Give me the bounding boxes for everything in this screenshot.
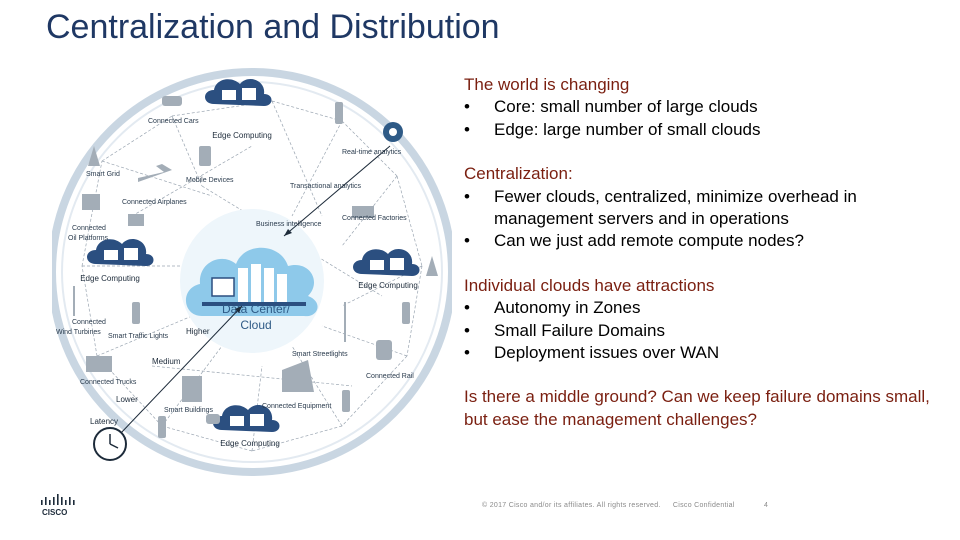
footer-copyright: © 2017 Cisco and/or its affiliates. All … [482,502,661,509]
bullet-symbol: • [464,320,494,342]
label-business-intelligence: Business intelligence [256,221,321,228]
label-smart-grid: Smart Grid [86,171,120,178]
cisco-logo: CISCO [40,494,80,516]
section-heading: Individual clouds have attractions [464,275,944,297]
bullet-item: • Can we just add remote compute nodes? [464,230,944,252]
edge-computing-left-label: Edge Computing [80,274,140,283]
bullet-item: • Small Failure Domains [464,320,944,342]
truck-icon [86,356,112,372]
label-connected-wind-2: Wind Turbines [56,329,101,336]
label-connected-wind-1: Connected [72,319,106,326]
bullet-item: • Edge: large number of small clouds [464,119,944,141]
bullet-symbol: • [464,342,494,364]
bullet-symbol: • [464,297,494,319]
section-heading: Centralization: [464,163,944,185]
oil-platform-icon [82,194,100,210]
page-number: 4 [764,502,768,509]
bullet-text: Core: small number of large clouds [494,96,758,118]
label-connected-equipment: Connected Equipment [262,403,331,410]
bullet-item: • Fewer clouds, centralized, minimize ov… [464,186,944,231]
label-connected-rail: Connected Rail [366,373,414,380]
mobile-device-icon [199,146,211,166]
car-icon [162,96,182,106]
data-center-label-2: Cloud [240,318,271,332]
section-centralization: Centralization: • Fewer clouds, centrali… [464,163,944,253]
traffic-light-bottom-right-icon [342,390,350,412]
bullet-symbol: • [464,119,494,141]
bullet-text: Autonomy in Zones [494,297,640,319]
svg-text:CISCO: CISCO [42,508,67,516]
bullet-item: • Autonomy in Zones [464,297,944,319]
edge-computing-top-label: Edge Computing [212,131,272,140]
data-center-label-1: Data Center/ [222,302,291,316]
edge-computing-bottom-label: Edge Computing [220,439,280,448]
label-smart-buildings: Smart Buildings [164,407,214,414]
label-latency: Latency [90,417,118,426]
footer: © 2017 Cisco and/or its affiliates. All … [482,502,745,509]
traffic-light-right-icon [402,302,410,324]
edge-cloud-diagram: Data Center/ Cloud Edge Computing Edge C… [52,66,452,486]
closing-question: Is there a middle ground? Can we keep fa… [464,386,944,431]
truck-small-icon [128,214,144,226]
traffic-light-bottom-icon [158,416,166,438]
building-icon [182,376,202,402]
label-connected-airplanes: Connected Airplanes [122,199,187,206]
slide-title: Centralization and Distribution [46,8,500,47]
label-connected-factories: Connected Factories [342,215,407,222]
label-medium: Medium [152,357,181,366]
bullet-text: Deployment issues over WAN [494,342,719,364]
slide-body: The world is changing • Core: small numb… [464,74,944,431]
diagram-svg: Data Center/ Cloud Edge Computing Edge C… [52,66,452,486]
section-individual-clouds: Individual clouds have attractions • Aut… [464,275,944,365]
traffic-light-icon [335,102,343,124]
rail-icon [376,340,392,360]
bullet-symbol: • [464,96,494,118]
section-world-changing: The world is changing • Core: small numb… [464,74,944,141]
bullet-text: Fewer clouds, centralized, minimize over… [494,186,944,231]
bullet-item: • Core: small number of large clouds [464,96,944,118]
traffic-light-left-icon [132,302,140,324]
car-bottom-icon [206,414,220,424]
label-transactional-analytics: Transactional analytics [290,183,361,190]
label-connected-oil-1: Connected [72,225,106,232]
label-lower: Lower [116,395,138,404]
clock-icon [94,428,126,460]
bullet-symbol: • [464,230,494,252]
label-smart-traffic-lights: Smart Traffic Lights [108,333,169,340]
label-connected-oil-2: Oil Platforms [68,235,109,242]
bullet-text: Can we just add remote compute nodes? [494,230,804,252]
bullet-text: Edge: large number of small clouds [494,119,760,141]
label-realtime-analytics: Real-time analytics [342,149,402,156]
label-mobile-devices: Mobile Devices [186,177,234,184]
bullet-symbol: • [464,186,494,231]
bullet-text: Small Failure Domains [494,320,665,342]
section-heading: The world is changing [464,74,944,96]
label-connected-trucks: Connected Trucks [80,379,137,386]
label-connected-cars: Connected Cars [148,118,199,125]
label-smart-streetlights: Smart Streetlights [292,351,348,358]
footer-confidential: Cisco Confidential [673,502,735,509]
label-higher: Higher [186,327,210,336]
bullet-item: • Deployment issues over WAN [464,342,944,364]
edge-computing-right-label: Edge Computing [358,281,418,290]
